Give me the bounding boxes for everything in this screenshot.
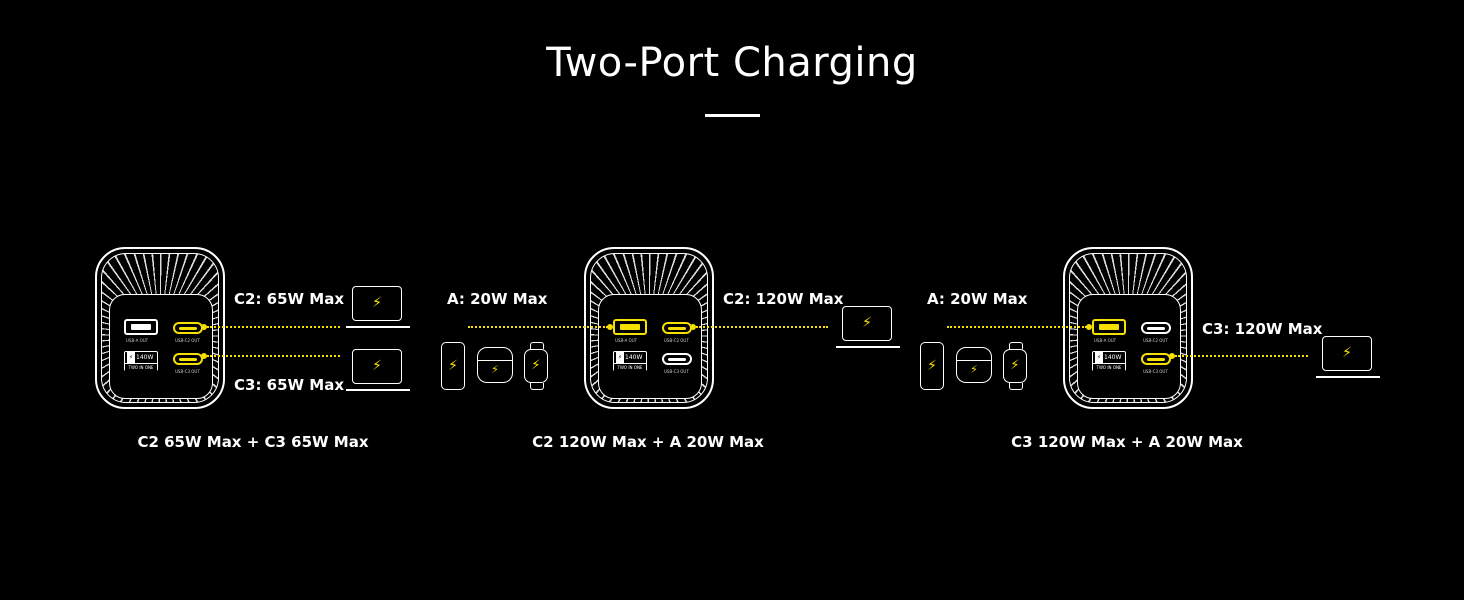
label-c2: C2: 65W Max [234, 290, 345, 308]
port-label: USB-A OUT [1094, 338, 1117, 343]
port-dot [1169, 353, 1175, 359]
usb-c3-port [662, 353, 692, 365]
port-label: USB-C2 OUT [175, 338, 200, 343]
port-dot [1086, 324, 1092, 330]
watch-icon: ⚡ [1003, 342, 1027, 390]
label-a: A: 20W Max [447, 290, 548, 308]
port-dot [201, 353, 207, 359]
usb-c2-port [662, 322, 692, 334]
port-dot [201, 324, 207, 330]
label-c2: C2: 120W Max [723, 290, 844, 308]
power-line [207, 355, 340, 357]
port-label: USB-A OUT [126, 338, 149, 343]
watch-icon: ⚡ [524, 342, 548, 390]
usb-c3-port [173, 353, 203, 365]
laptop-icon: ⚡ [346, 286, 410, 328]
page-title: Two-Port Charging [546, 40, 918, 86]
phone-icon: ⚡ [920, 342, 944, 390]
label-a: A: 20W Max [927, 290, 1028, 308]
port-label: USB-C2 OUT [1143, 338, 1168, 343]
port-label: USB-C3 OUT [1143, 369, 1168, 374]
laptop-icon: ⚡ [346, 349, 410, 391]
usb-a-port [1092, 319, 1126, 335]
usb-a-port [613, 319, 647, 335]
port-label: USB-C3 OUT [175, 369, 200, 374]
label-c3: C3: 120W Max [1202, 320, 1323, 338]
caption: C2 120W Max + A 20W Max [532, 433, 764, 451]
port-dot [690, 324, 696, 330]
caption: C3 120W Max + A 20W Max [1011, 433, 1243, 451]
laptop-icon: ⚡ [1316, 336, 1380, 378]
power-line [1175, 355, 1308, 357]
usb-a-port [124, 319, 158, 335]
power-line [947, 326, 1087, 328]
power-line [468, 326, 608, 328]
label-c3: C3: 65W Max [234, 376, 345, 394]
power-line [207, 326, 340, 328]
power-line [696, 326, 828, 328]
laptop-icon: ⚡ [836, 306, 900, 348]
phone-icon: ⚡ [441, 342, 465, 390]
port-label: USB-C3 OUT [664, 369, 689, 374]
title-underline [705, 114, 760, 117]
usb-c2-port [173, 322, 203, 334]
earbuds-icon: ⚡ [477, 347, 513, 383]
usb-c3-port [1141, 353, 1171, 365]
caption: C2 65W Max + C3 65W Max [137, 433, 369, 451]
port-label: USB-A OUT [615, 338, 638, 343]
port-dot [607, 324, 613, 330]
earbuds-icon: ⚡ [956, 347, 992, 383]
usb-c2-port [1141, 322, 1171, 334]
port-label: USB-C2 OUT [664, 338, 689, 343]
